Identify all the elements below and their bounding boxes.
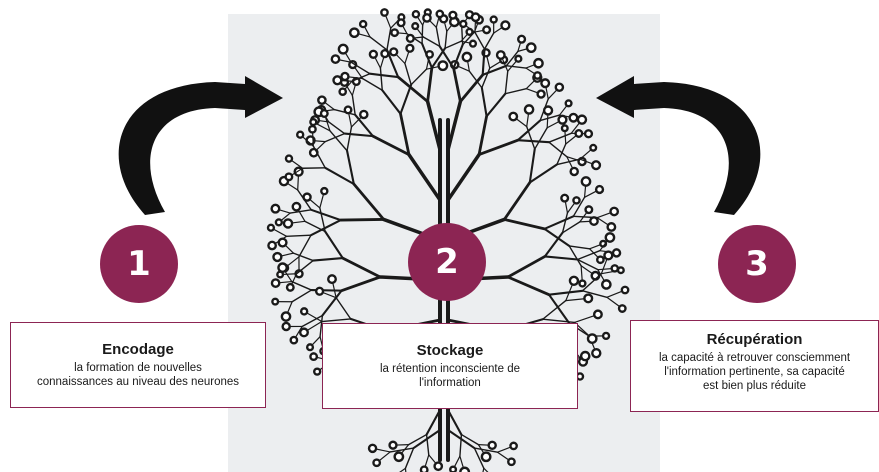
step-3-circle: 3 <box>718 225 796 303</box>
step-3-description: la capacité à retrouver consciemment l'i… <box>631 351 878 393</box>
step-2-title: Stockage <box>416 342 484 359</box>
step-1-desc-line: la formation de nouvelles <box>74 362 202 374</box>
step-1-desc-line: connaissances au niveau des neurones <box>36 376 240 388</box>
step-2-box: Stockage la rétention inconsciente de l'… <box>322 323 578 409</box>
step-3-desc-line: l'information pertinente, sa capacité <box>664 366 845 378</box>
step-2-desc-line: l'information <box>419 377 481 389</box>
step-1-number: 1 <box>127 244 151 284</box>
step-1-circle: 1 <box>100 225 178 303</box>
step-1-description: la formation de nouvelles connaissances … <box>11 361 265 389</box>
step-3-desc-line: la capacité à retrouver consciemment <box>658 352 851 364</box>
step-3-box: Récupération la capacité à retrouver con… <box>630 320 879 412</box>
step-1-box: Encodage la formation de nouvelles conna… <box>10 322 266 408</box>
step-3-number: 3 <box>745 244 769 284</box>
step-2-number: 2 <box>435 242 459 282</box>
step-2-desc-line: la rétention inconsciente de <box>379 363 520 375</box>
step-1-title: Encodage <box>102 341 174 358</box>
step-2-description: la rétention inconsciente de l'informati… <box>323 362 577 390</box>
step-2-circle: 2 <box>408 223 486 301</box>
step-3-title: Récupération <box>706 331 803 348</box>
step-3-desc-line: est bien plus réduite <box>703 380 806 392</box>
